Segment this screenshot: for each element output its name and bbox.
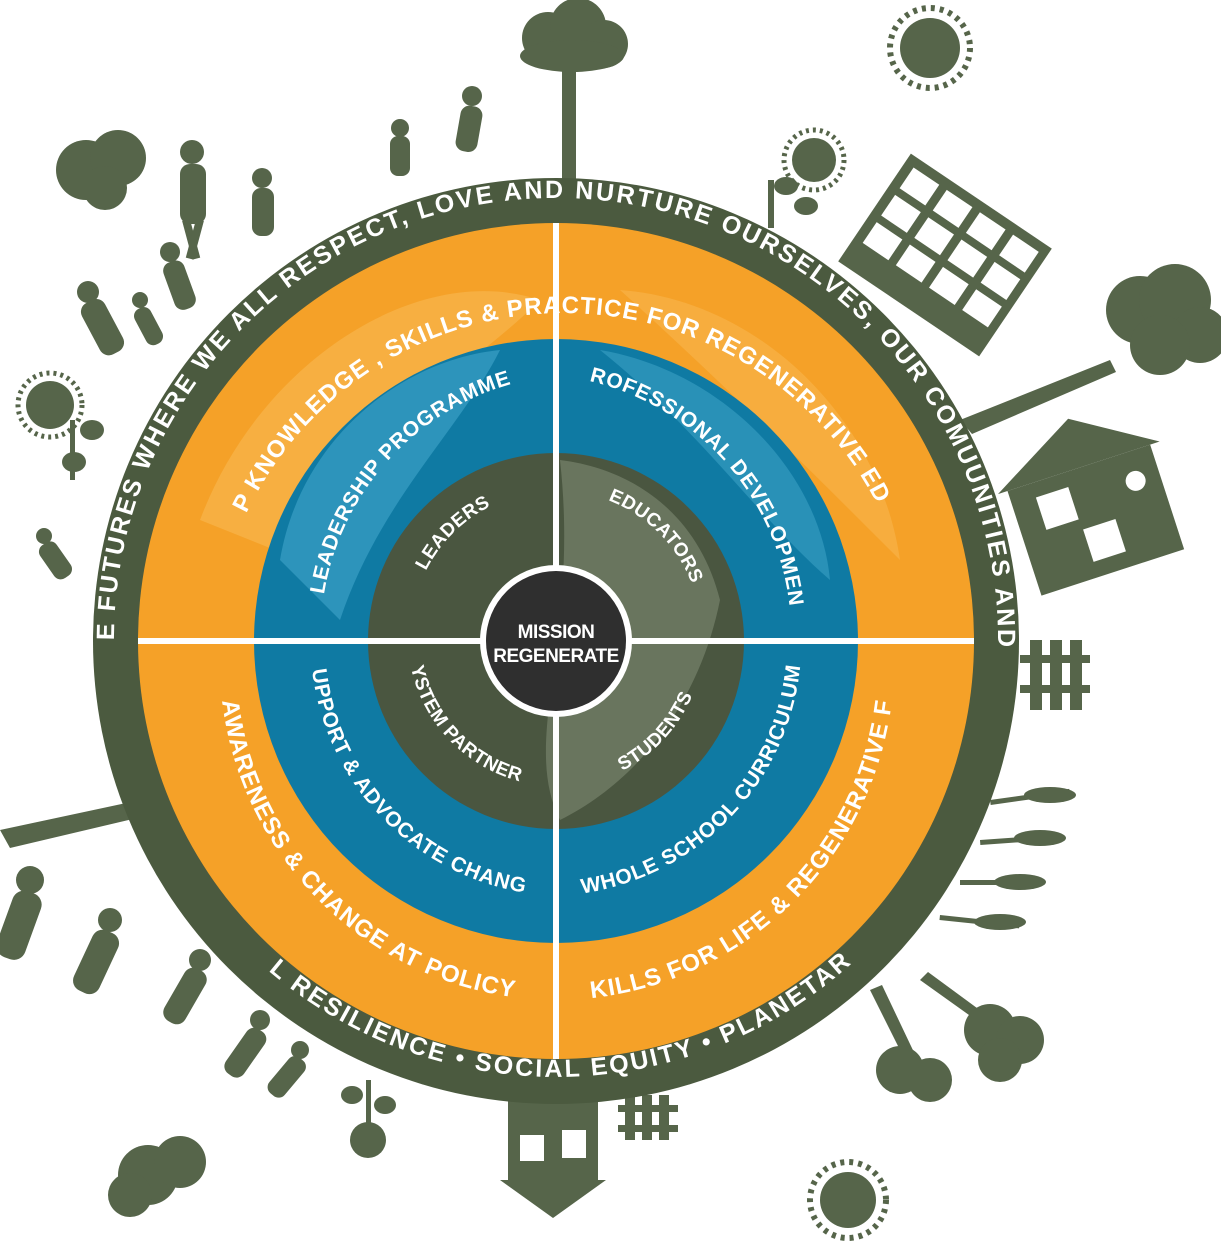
cloud-icon <box>108 1136 206 1217</box>
sunflower-icon <box>768 127 847 228</box>
house-icon <box>997 418 1185 596</box>
sunflower-icon <box>341 1080 396 1158</box>
ring-diagram <box>93 178 1019 1104</box>
people-silhouette-icon <box>0 800 309 1098</box>
tree-icon <box>960 264 1221 434</box>
fence-icon <box>1020 640 1090 710</box>
center-line-1: MISSION <box>518 622 595 643</box>
orange-ring-highlight <box>620 290 900 560</box>
sunflower-icon <box>15 370 104 480</box>
blue-ring-highlight <box>600 350 830 580</box>
tree-icon <box>870 972 1044 1102</box>
center-line-2: REGENERATE <box>493 646 619 667</box>
blue-ring-highlight <box>280 350 500 620</box>
house-icon <box>500 1095 606 1218</box>
sun-icon <box>807 1159 889 1241</box>
people-silhouette-icon <box>36 86 483 580</box>
sun-icon <box>887 5 973 91</box>
tree-icon <box>520 0 628 180</box>
cloud-icon <box>56 130 146 210</box>
wheat-icon <box>939 787 1076 930</box>
center-core <box>486 571 626 711</box>
fence-icon <box>618 1095 678 1140</box>
solar-panel-icon <box>838 153 1052 357</box>
